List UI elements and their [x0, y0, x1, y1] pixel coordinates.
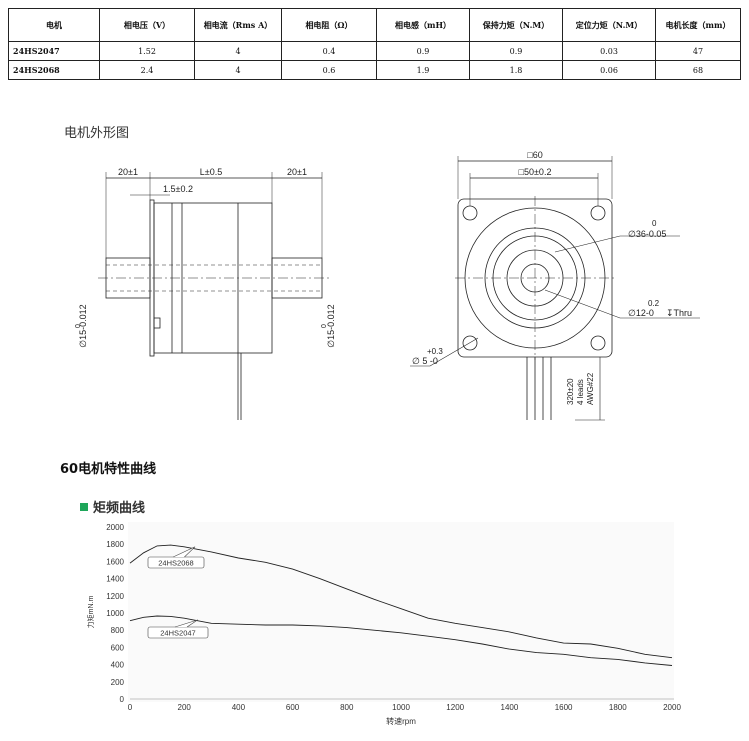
- dim-label: □60: [527, 150, 542, 160]
- series-line-24HS2068: [129, 544, 673, 659]
- series-line-24HS2047: [129, 615, 673, 666]
- spec-table: 电机 相电压（V） 相电流（Rms A） 相电阻（Ω） 相电感（mH） 保持力矩…: [8, 8, 741, 80]
- green-square-icon: [80, 502, 88, 511]
- callout-pointer: [173, 546, 196, 558]
- plot-area: [128, 522, 674, 702]
- dim-label: 4 leads: [576, 379, 585, 405]
- dim-label: AWG#22: [586, 372, 595, 405]
- dim-label: ∅15-0.012: [78, 304, 88, 347]
- lead-wires: [526, 357, 552, 420]
- lead-wires: [237, 353, 242, 420]
- y-tick-label: 2000: [106, 523, 124, 532]
- y-tick-label: 1800: [106, 540, 124, 549]
- chart-axes: 0 200 400 600 800 1000 1200 1400 1600 1800 2000 0 20…: [106, 523, 681, 712]
- x-tick-label: 400: [232, 703, 246, 712]
- x-tick-label: 200: [178, 703, 192, 712]
- dim-label: ∅36-0.05: [628, 229, 666, 239]
- leader-line: [544, 289, 700, 319]
- x-tick-label: 1800: [609, 703, 627, 712]
- y-tick-label: 1400: [106, 575, 124, 584]
- dim-label: ∅15-0.012: [326, 304, 336, 347]
- table-cell: 68: [655, 60, 741, 80]
- curve-section-title: 60电机特性曲线: [60, 462, 157, 477]
- table-cell: 2.4: [99, 60, 195, 80]
- dim-label: □50±0.2: [519, 167, 552, 177]
- y-tick-label: 200: [111, 678, 125, 687]
- header-cell: 相电感（mH）: [376, 8, 470, 42]
- x-tick-label: 600: [286, 703, 300, 712]
- table-cell: 1.8: [469, 60, 563, 80]
- table-header-row: 电机 相电压（V） 相电流（Rms A） 相电阻（Ω） 相电感（mH） 保持力矩…: [8, 8, 741, 42]
- dim-label: L±0.5: [200, 167, 222, 177]
- chart-heading: 矩频曲线: [80, 497, 145, 516]
- dim-label: 20±1: [118, 167, 138, 177]
- header-cell: 保持力矩（N.M）: [469, 8, 563, 42]
- dim-label: ↧Thru: [666, 308, 692, 318]
- dim-label: 320±20: [566, 378, 575, 405]
- series-callout-label: 24HS2047: [160, 629, 195, 638]
- x-tick-label: 2000: [663, 703, 681, 712]
- dim-label: ∅ 5 -0: [412, 356, 438, 366]
- y-tick-label: 1600: [106, 557, 124, 566]
- x-tick-label: 800: [340, 703, 354, 712]
- dim-label: 0: [652, 219, 657, 228]
- dim-label: 1.5±0.2: [163, 184, 193, 194]
- dim-label: 20±1: [287, 167, 307, 177]
- y-axis-label: 力矩mN.m: [86, 596, 95, 629]
- y-tick-label: 800: [111, 626, 125, 635]
- x-tick-label: 1600: [555, 703, 573, 712]
- x-tick-label: 0: [128, 703, 133, 712]
- chart-heading-label: 矩频曲线: [93, 501, 146, 516]
- leader-line: [410, 337, 479, 367]
- y-tick-label: 0: [120, 695, 125, 704]
- y-tick-label: 400: [111, 661, 125, 670]
- flange-tab: [153, 317, 161, 329]
- chart-series: [129, 544, 673, 666]
- mount-hole: [590, 335, 606, 351]
- y-tick-label: 1000: [106, 609, 124, 618]
- x-tick-label: 1400: [501, 703, 519, 712]
- dim-label: 0: [75, 324, 82, 328]
- x-tick-label: 1200: [446, 703, 464, 712]
- drawing-title: 电机外形图: [64, 126, 130, 141]
- dim-label: +0.3: [427, 347, 443, 356]
- x-tick-label: 1000: [392, 703, 410, 712]
- leader-line: [554, 235, 680, 253]
- mount-hole: [462, 335, 478, 351]
- dim-label: ∅12-0: [628, 308, 654, 318]
- table-row: 24HS2068 2.4 4 0.6 1.9 1.8 0.06 68: [8, 60, 741, 80]
- table-cell: 47: [655, 41, 741, 61]
- x-axis-label: 转速rpm: [386, 716, 416, 726]
- chart-labels: 24HS2068 24HS2047: [147, 546, 209, 639]
- series-callout-label: 24HS2068: [158, 559, 193, 568]
- dim-label: 0.2: [648, 299, 660, 308]
- dimension-drawing: 20±1 L±0.5 20±1 1.5±0.2 ∅15-0.012 0 ∅15-…: [75, 150, 700, 421]
- y-tick-label: 600: [111, 643, 125, 652]
- dim-label: 0: [321, 324, 328, 328]
- callout-pointer: [174, 619, 198, 628]
- y-tick-label: 1200: [106, 592, 124, 601]
